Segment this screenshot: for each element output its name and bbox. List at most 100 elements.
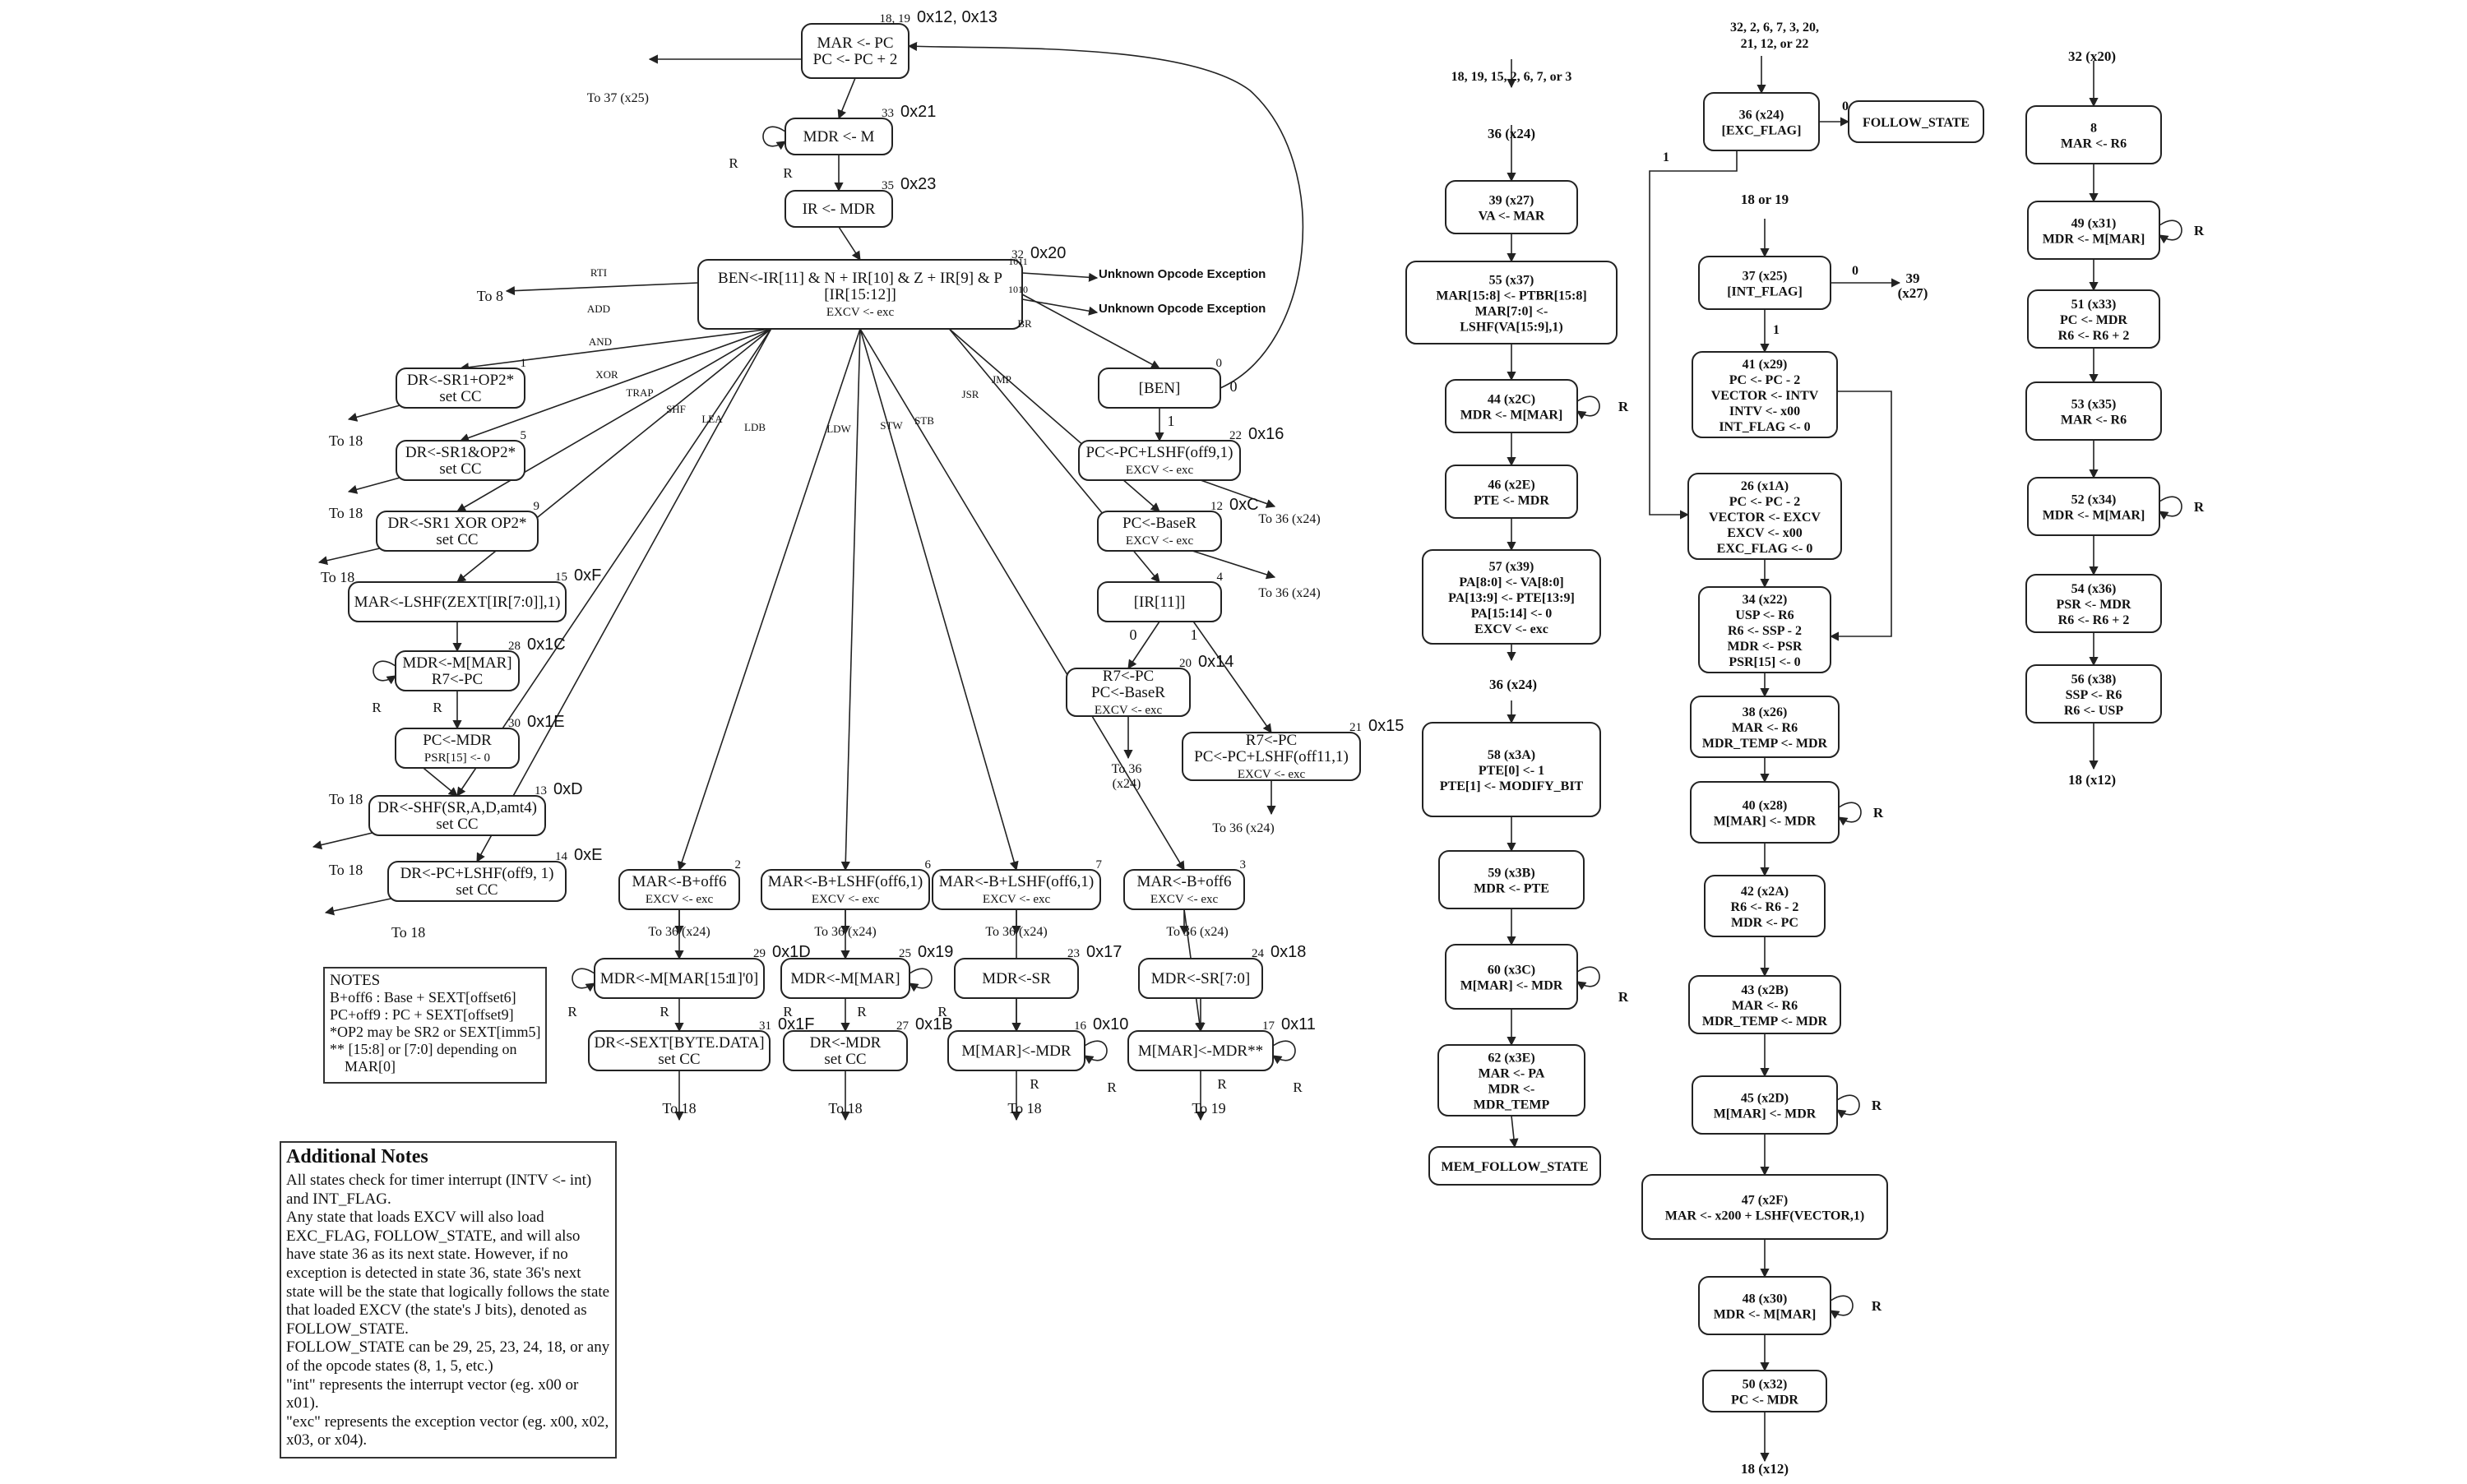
state-box xyxy=(1848,100,1984,143)
state-text: DR<-SHF(SR,A,D,amt4) xyxy=(377,799,537,816)
state-text: 56 (x38) xyxy=(2071,673,2117,687)
state-number: 30 xyxy=(508,717,521,730)
diagram-label: To 18 xyxy=(329,505,363,521)
diagram-label: R xyxy=(1873,805,1884,821)
state-text: DR<-SR1 XOR OP2* xyxy=(387,515,526,532)
diagram-label: 18 or 19 xyxy=(1741,192,1789,207)
state-box xyxy=(348,581,567,622)
transition-arrow xyxy=(459,328,771,372)
state-text: 39 (x27) xyxy=(1489,194,1534,208)
diagram-label: To 18 xyxy=(329,432,363,449)
state-text: MAR <- R6 xyxy=(1732,999,1798,1013)
transition-arrow xyxy=(1192,550,1276,580)
state-text: EXCV <- exc xyxy=(1095,704,1163,717)
state-text: 48 (x30) xyxy=(1743,1292,1788,1306)
diagram-label: JSR xyxy=(962,388,979,400)
state-text: 45 (x2D) xyxy=(1741,1092,1789,1106)
diagram-label: 32 (x20) xyxy=(2068,49,2116,64)
state-text: PC<-BaseR xyxy=(1091,684,1165,701)
state-text: R6 <- USP xyxy=(2064,704,2123,718)
state-text: [EXC_FLAG] xyxy=(1722,124,1802,138)
state-text: EXCV <- exc xyxy=(826,306,895,319)
state-text: PC<-PC+LSHF(off9,1) xyxy=(1086,444,1234,461)
diagram-label: 36 (x24) xyxy=(1489,677,1537,692)
state-text: IR <- MDR xyxy=(803,201,876,218)
diagram-label: 0 xyxy=(1230,378,1238,395)
state-box xyxy=(387,861,567,902)
state-box xyxy=(618,869,740,910)
diagram-label: BR xyxy=(1017,317,1032,330)
state-box xyxy=(1428,1146,1601,1186)
diagram-label: 18 (x12) xyxy=(1741,1461,1789,1477)
state-box xyxy=(1078,440,1241,481)
diagram-label: (x24) xyxy=(1113,777,1141,791)
state-box xyxy=(783,1030,908,1071)
diagram-label: To 36 (x24) xyxy=(648,925,710,939)
state-text: set CC xyxy=(439,388,481,405)
state-text: PC <- PC - 2 xyxy=(1729,373,1800,387)
state-text: SSP <- R6 xyxy=(2066,688,2122,702)
state-text: MAR[15:8] <- PTBR[15:8] xyxy=(1436,289,1586,303)
transition-arrow xyxy=(317,547,384,566)
state-text: 46 (x2E) xyxy=(1488,478,1534,492)
diagram-label: To 36 (x24) xyxy=(1166,925,1228,939)
state-hex: 0x23 xyxy=(900,175,936,193)
state-box xyxy=(1445,379,1578,433)
transition-arrow xyxy=(677,328,861,871)
state-node-c56: 56 (x38)SSP <- R6 R6 <- USP xyxy=(2025,664,2162,724)
state-text: EXCV <- exc xyxy=(1150,893,1219,906)
state-text: EXCV <- exc xyxy=(1126,534,1194,548)
state-text: 26 (x1A) xyxy=(1741,479,1789,493)
state-node-c59: 59 (x3B)MDR <- PTE xyxy=(1438,850,1585,909)
diagram-label: Unknown Opcode Exception xyxy=(1099,302,1266,316)
state-box xyxy=(396,440,525,481)
diagram-label: SHF xyxy=(666,403,686,415)
state-node-c50: 50 (x32)PC <- MDR xyxy=(1702,1370,1827,1412)
diagram-label: R xyxy=(1030,1076,1039,1092)
state-box xyxy=(947,1030,1085,1071)
state-text: EXCV <- exc xyxy=(1238,768,1306,781)
state-hex: 0x16 xyxy=(1248,425,1284,443)
state-text: 51 (x33) xyxy=(2071,298,2117,312)
state-text: MDR <- PC xyxy=(1731,916,1798,930)
self-loop xyxy=(2159,220,2182,244)
state-box xyxy=(594,958,765,999)
state-box xyxy=(1698,1276,1831,1335)
additional-note: "int" represents the interrupt vector (e… xyxy=(286,1375,579,1412)
state-text: EXCV <- exc xyxy=(812,893,880,906)
diagram-label: 32, 2, 6, 7, 3, 20, xyxy=(1730,21,1819,35)
state-text: MAR <- R6 xyxy=(2061,414,2127,428)
diagram-label: 18, 19, 15, 2, 6, 7, or 3 xyxy=(1451,70,1572,84)
state-text: MAR <- R6 xyxy=(2061,137,2127,151)
state-text: EXCV <- exc xyxy=(1126,464,1194,477)
state-hex: 0x20 xyxy=(1030,244,1066,262)
transition-arrow xyxy=(347,476,404,494)
state-text: BEN<-IR[11] & N + IR[10] & Z + IR[9] & P xyxy=(718,270,1002,287)
state-number: 1 xyxy=(521,357,527,370)
state-hex: 0x15 xyxy=(1368,717,1404,735)
diagram-label: R xyxy=(433,700,442,715)
state-text: 44 (x2C) xyxy=(1488,393,1535,407)
state-number: 31 xyxy=(759,1019,771,1033)
transition-arrow xyxy=(907,41,1304,389)
state-box xyxy=(2027,289,2160,349)
state-text: MAR <- PC xyxy=(817,35,893,52)
state-hex: 0xE xyxy=(574,846,602,864)
state-number: 9 xyxy=(534,500,540,513)
state-node-s32: BEN<-IR[11] & N + IR[10] & Z + IR[9] & P… xyxy=(697,244,1066,330)
self-loop xyxy=(2159,496,2182,520)
state-box xyxy=(1690,696,1840,758)
transition-arrow xyxy=(859,328,1185,871)
diagram-label: Unknown Opcode Exception xyxy=(1099,267,1266,281)
state-text: M[MAR] <- MDR xyxy=(1714,815,1817,829)
state-text: EXCV <- exc xyxy=(983,893,1051,906)
